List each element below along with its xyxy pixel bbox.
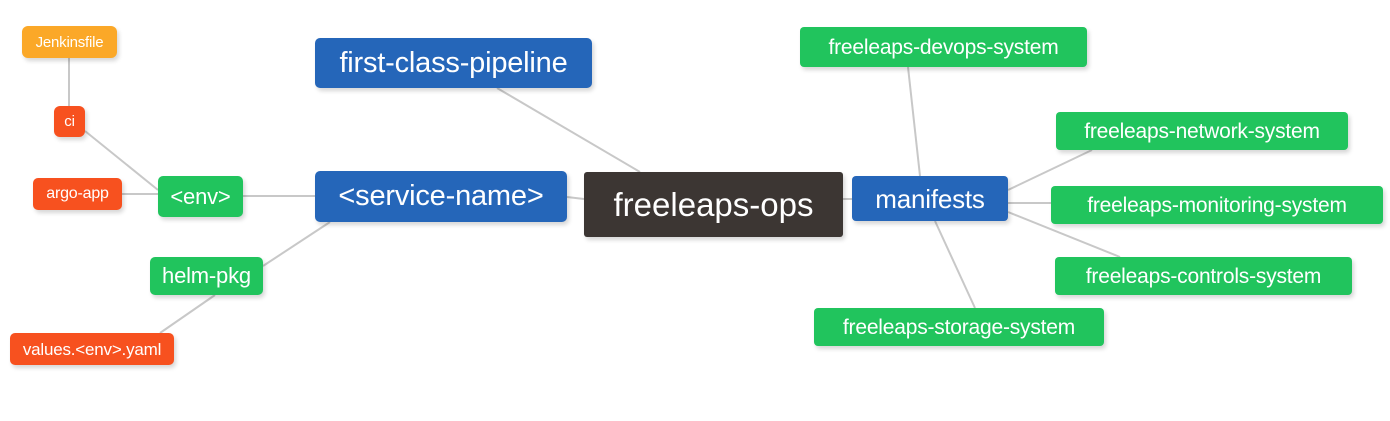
node-label: helm-pkg — [162, 263, 251, 288]
edge-manifests-devops-system — [907, 66, 921, 177]
node-label: freeleaps-storage-system — [842, 315, 1076, 339]
node-label: Jenkinsfile — [35, 33, 104, 51]
node-freeleaps-ops-root[interactable]: freeleaps-ops — [584, 172, 843, 237]
node-freeleaps-controls-system[interactable]: freeleaps-controls-system — [1055, 257, 1352, 295]
node-label: <service-name> — [338, 180, 544, 212]
node-label: freeleaps-monitoring-system — [1087, 193, 1347, 217]
node-label: first-class-pipeline — [339, 46, 568, 79]
edge-values-yaml-helm-pkg — [159, 294, 216, 334]
node-env[interactable]: <env> — [158, 176, 243, 217]
node-freeleaps-devops-system[interactable]: freeleaps-devops-system — [800, 27, 1087, 67]
node-argo-app[interactable]: argo-app — [33, 178, 122, 210]
edge-manifests-network-system — [1007, 149, 1093, 191]
node-label: freeleaps-controls-system — [1085, 264, 1322, 288]
edge-service-name-freeleaps-ops — [566, 196, 585, 200]
node-label: freeleaps-network-system — [1084, 119, 1320, 143]
node-label: argo-app — [46, 185, 109, 202]
node-freeleaps-network-system[interactable]: freeleaps-network-system — [1056, 112, 1348, 150]
node-freeleaps-storage-system[interactable]: freeleaps-storage-system — [814, 308, 1104, 346]
node-values-env-yaml[interactable]: values.<env>.yaml — [10, 333, 174, 365]
edge-first-class-pipeline-freeleaps-ops — [496, 87, 641, 173]
node-freeleaps-monitoring-system[interactable]: freeleaps-monitoring-system — [1051, 186, 1383, 224]
edge-helm-pkg-service-name — [262, 221, 331, 267]
edge-manifests-storage-system — [934, 220, 976, 309]
node-label: freeleaps-ops — [613, 186, 814, 223]
node-label: freeleaps-devops-system — [828, 35, 1059, 59]
node-label: values.<env>.yaml — [22, 339, 162, 359]
node-manifests[interactable]: manifests — [852, 176, 1008, 221]
node-label: <env> — [170, 183, 231, 209]
node-label: ci — [64, 113, 75, 130]
node-ci[interactable]: ci — [54, 106, 85, 137]
node-jenkinsfile[interactable]: Jenkinsfile — [22, 26, 117, 58]
node-helm-pkg[interactable]: helm-pkg — [150, 257, 263, 295]
node-service-name[interactable]: <service-name> — [315, 171, 567, 222]
node-first-class-pipeline[interactable]: first-class-pipeline — [315, 38, 592, 88]
node-label: manifests — [875, 183, 985, 214]
